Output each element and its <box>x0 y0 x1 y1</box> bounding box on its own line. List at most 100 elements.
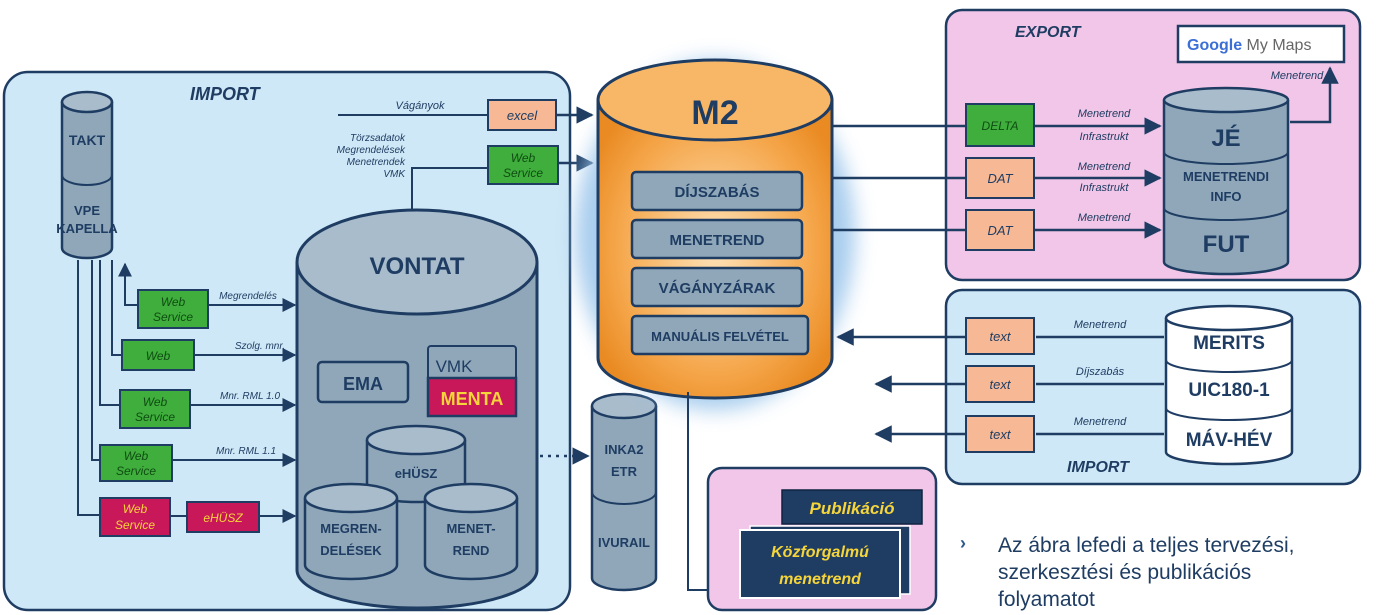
ema-box <box>316 360 410 404</box>
delta-label: DELTA <box>982 119 1019 133</box>
svg-text:Web: Web <box>146 349 171 363</box>
text1-label: text <box>990 329 1012 344</box>
kozforgalmu-line2: menetrend <box>779 571 862 588</box>
kozforgalmu-line1: Közforgalmú <box>771 544 869 561</box>
text1-row-label: Menetrend <box>1074 319 1127 331</box>
ehusz-red-label: eHÜSZ <box>203 511 243 525</box>
vpe-label: VPE <box>74 203 100 218</box>
megrendelesek-cylinder <box>303 482 399 581</box>
svg-text:MANUÁLIS FELVÉTEL: MANUÁLIS FELVÉTEL <box>651 329 789 344</box>
torzs-line-2: Megrendelések <box>337 145 406 156</box>
ehusz-red-box <box>186 501 260 533</box>
merits-label: MERITS <box>1193 333 1265 354</box>
menetrendi-line2: INFO <box>1210 189 1241 204</box>
fut-label: FUT <box>1203 231 1250 258</box>
delta-label-a: Menetrend <box>1078 108 1131 120</box>
svg-text:Mnr. RML 1.1: Mnr. RML 1.1 <box>216 446 276 457</box>
torzs-line-4: VMK <box>383 169 406 180</box>
publikacio-label: Publikáció <box>809 499 894 518</box>
text2-box <box>965 365 1035 403</box>
vmk-label: VMK <box>436 357 474 376</box>
vagonyok-label: Vágányok <box>396 100 445 112</box>
vontat-title: VONTAT <box>369 253 464 280</box>
import-right-title: IMPORT <box>1067 459 1130 476</box>
text3-row-label: Menetrend <box>1074 416 1127 428</box>
text3-box <box>965 415 1035 453</box>
svg-text:Szolg. mnr.: Szolg. mnr. <box>235 341 285 352</box>
dat2-label-a: Menetrend <box>1078 212 1131 224</box>
menetrend-up-label: Menetrend <box>1271 70 1324 82</box>
import-left-title: IMPORT <box>190 84 262 104</box>
dat1-label-a: Menetrend <box>1078 161 1131 173</box>
dat1-label: DAT <box>987 171 1013 186</box>
note-line-2: szerkesztési és publikációs <box>998 561 1251 584</box>
menet-line1: MENET- <box>446 521 495 536</box>
svg-text:Mnr. RML 1.0: Mnr. RML 1.0 <box>220 391 280 402</box>
ws-row-2: Web Szolg. mnr. <box>121 339 297 371</box>
ws-row-4: Web Service Mnr. RML 1.1 <box>99 444 297 482</box>
menetrendi-line1: MENETRENDI <box>1183 169 1269 184</box>
ws-top-line1: Web <box>511 151 536 165</box>
delta-label-b: Infrastrukt <box>1080 131 1130 143</box>
ws-red-line2: Service <box>115 518 155 532</box>
ws-row-1: Web Service Megrendelés <box>137 289 297 329</box>
excel-label: excel <box>507 108 538 123</box>
uic-label: UIC180-1 <box>1188 380 1270 401</box>
m2-title: M2 <box>691 94 738 132</box>
kozforgalmu-card <box>739 529 901 599</box>
svg-text:Megrendelés: Megrendelés <box>219 291 277 302</box>
ws-top-line2: Service <box>503 166 543 180</box>
torzs-line-1: Törzsadatok <box>350 133 406 144</box>
text2-row-label: Díjszabás <box>1076 366 1125 378</box>
vontat-to-ws-line <box>411 167 488 212</box>
je-to-google-arrow <box>1290 66 1339 124</box>
excel-box <box>487 99 557 131</box>
megrend-line2: DELÉSEK <box>320 543 382 558</box>
svg-text:VÁGÁNYZÁRAK: VÁGÁNYZÁRAK <box>659 280 776 297</box>
google-maps-box <box>1176 24 1346 64</box>
svg-text:Web: Web <box>143 395 168 409</box>
inka-line2: ETR <box>611 464 638 479</box>
export-title: EXPORT <box>1015 24 1082 41</box>
torzs-line-3: Menetrendek <box>347 157 406 168</box>
note-line-3: folyamatot <box>998 588 1095 611</box>
m2-module-dijszabas: DÍJSZABÁS <box>630 170 804 212</box>
ws-red-line1: Web <box>123 502 148 516</box>
m2-module-vaganyzarak: VÁGÁNYZÁRAK <box>630 266 804 308</box>
ema-label: EMA <box>343 374 383 394</box>
text3-label: text <box>990 427 1012 442</box>
m2-module-menetrend: MENETREND <box>630 218 804 260</box>
kapella-label: KAPELLA <box>56 221 118 236</box>
ws-red-box <box>99 497 171 537</box>
text2-label: text <box>990 377 1012 392</box>
dat2-label: DAT <box>987 223 1013 238</box>
svg-text:MENETREND: MENETREND <box>669 232 764 249</box>
svg-text:Service: Service <box>135 410 175 424</box>
takt-label: TAKT <box>69 132 106 148</box>
megrend-line1: MEGREN- <box>320 521 381 536</box>
svg-text:Web: Web <box>161 295 186 309</box>
svg-text:Web: Web <box>124 449 149 463</box>
menetrend-cylinder <box>423 482 519 581</box>
svg-text:DÍJSZABÁS: DÍJSZABÁS <box>674 184 759 201</box>
google-my-maps-label: Google My Maps <box>1187 37 1311 54</box>
inka-line1: INKA2 <box>604 442 643 457</box>
import-right-cylinder <box>1164 304 1294 466</box>
svg-text:Service: Service <box>116 464 156 478</box>
ws-row-3: Web Service Mnr. RML 1.0 <box>119 389 297 429</box>
dat1-label-b: Infrastrukt <box>1080 182 1130 194</box>
menta-label: MENTA <box>441 389 504 409</box>
inka-cylinder <box>590 392 658 592</box>
menta-box <box>426 376 518 418</box>
mavhev-label: MÁV-HÉV <box>1186 429 1273 451</box>
ivurail-label: IVURAIL <box>598 535 650 550</box>
vpe-feed-lines <box>77 260 138 516</box>
ehusz-label: eHÜSZ <box>395 466 438 481</box>
je-label: JÉ <box>1211 124 1240 152</box>
note-chevron-icon: › <box>960 533 966 553</box>
publikacio-back-card <box>781 489 923 525</box>
takt-vpe-cylinder <box>60 90 114 260</box>
ws-top-box <box>487 145 559 185</box>
export-cylinder <box>1162 86 1290 276</box>
